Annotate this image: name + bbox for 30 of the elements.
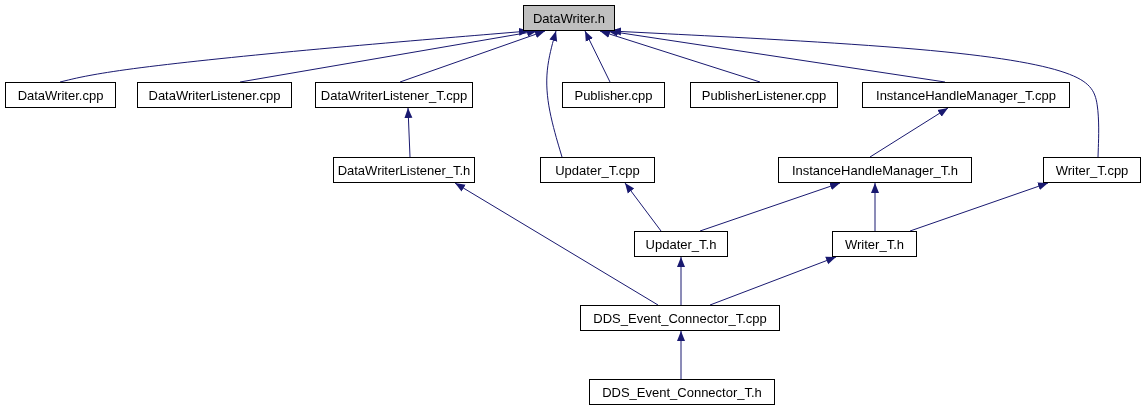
arrow (709, 256, 837, 306)
arrow (909, 182, 1049, 232)
file-box: DDS_Event_Connector_T.h (589, 379, 775, 405)
file-box: Updater_T.cpp (540, 157, 655, 183)
arrow (404, 107, 413, 158)
file-box: DataWriterListener_T.cpp (315, 82, 473, 108)
arrow (59, 27, 530, 83)
arrow (677, 256, 685, 306)
file-box: DataWriterListener_T.h (333, 157, 475, 183)
file-box: Writer_T.h (832, 231, 917, 257)
file-box: DataWriter.cpp (5, 82, 116, 108)
file-box: Writer_T.cpp (1043, 157, 1141, 183)
highlighted-file-box: DataWriter.h (523, 5, 615, 31)
arrow (454, 182, 659, 306)
arrow (677, 330, 685, 380)
arrow (584, 30, 611, 83)
file-box: DataWriterListener.cpp (137, 82, 292, 108)
arrow (871, 182, 879, 232)
file-box: InstanceHandleManager_T.cpp (862, 82, 1070, 108)
file-box: PublisherListener.cpp (690, 82, 838, 108)
file-box: InstanceHandleManager_T.h (778, 157, 972, 183)
file-box: DDS_Event_Connector_T.cpp (580, 305, 780, 331)
arrow (869, 107, 949, 158)
file-box: Publisher.cpp (562, 82, 665, 108)
arrow (546, 30, 563, 158)
arrow (599, 30, 761, 83)
arrow (699, 182, 841, 232)
arrow (624, 182, 662, 232)
file-box: Updater_T.h (634, 231, 728, 257)
arrow (399, 30, 546, 83)
